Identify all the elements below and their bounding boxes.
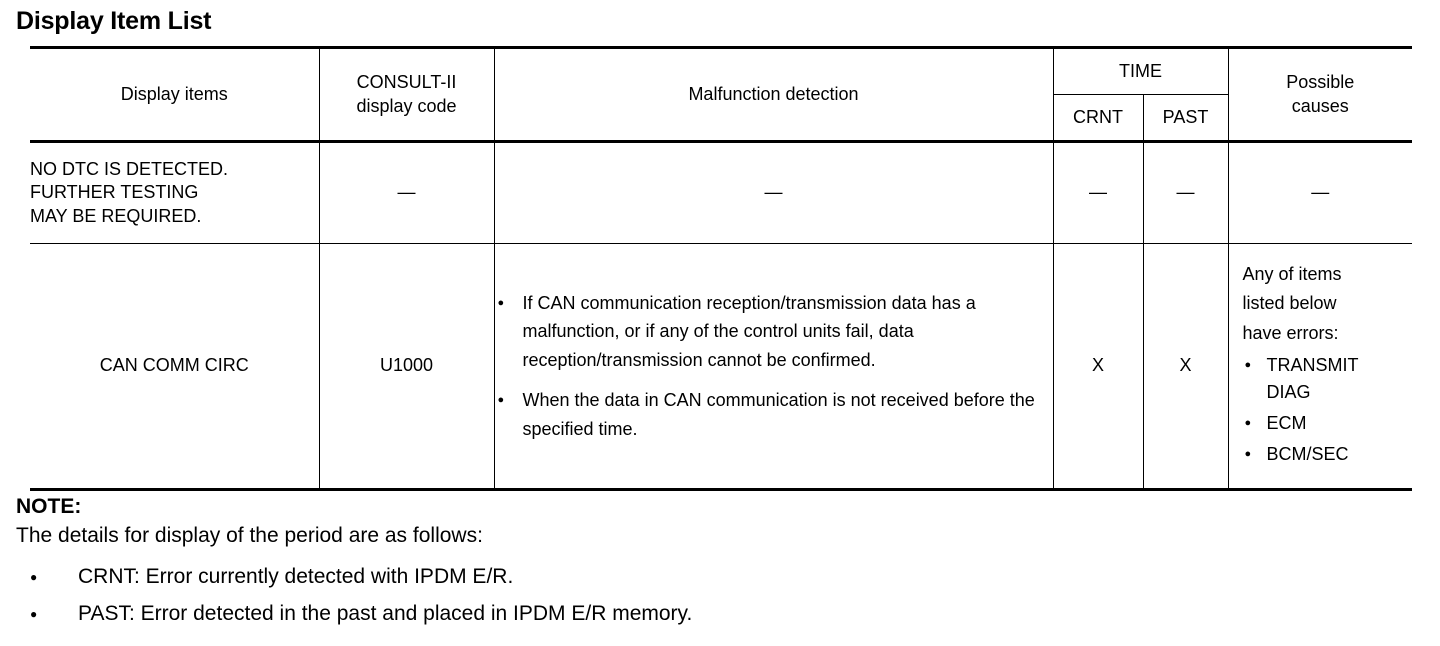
cell-consult-code: — (318, 141, 495, 244)
display-item-line1: NO DTC IS DETECTED. (30, 159, 229, 180)
column-header-consult-code: CONSULT-II display code (318, 46, 495, 143)
list-item: ECM (1243, 410, 1407, 437)
list-item: TRANSMIT DIAG (1243, 352, 1407, 406)
consult-code-line1: CONSULT-II (356, 72, 457, 93)
possible-causes-line1: Possible (1286, 72, 1355, 93)
cause-label: TRANSMIT (1266, 354, 1359, 375)
cell-malfunction-detection: If CAN communication reception/transmiss… (494, 243, 1054, 491)
cell-consult-code: U1000 (318, 243, 495, 491)
column-header-malfunction-detection: Malfunction detection (494, 46, 1054, 143)
table-header-row-2: CRNT PAST (30, 94, 1412, 143)
note-intro: The details for display of the period ar… (16, 524, 483, 548)
causes-intro-line2: listed below (1242, 293, 1337, 314)
cell-crnt: X (1053, 243, 1144, 491)
display-item-line3: MAY BE REQUIRED. (30, 205, 202, 226)
cell-crnt: — (1053, 141, 1144, 244)
column-header-display-items: Display items (30, 46, 319, 143)
consult-code-line2: display code (356, 95, 457, 116)
causes-intro-line3: have errors: (1242, 322, 1339, 343)
list-item: When the data in CAN communication is no… (495, 386, 1053, 443)
cell-malfunction-detection: — (494, 141, 1054, 244)
causes-intro-line1: Any of items (1242, 264, 1342, 285)
table-body: NO DTC IS DETECTED. FURTHER TESTING MAY … (30, 141, 1413, 491)
cell-past: — (1143, 141, 1229, 244)
column-header-crnt: CRNT (1053, 94, 1144, 143)
list-item: CRNT: Error currently detected with IPDM… (16, 558, 1416, 597)
column-header-past: PAST (1143, 94, 1229, 143)
cell-past: X (1143, 243, 1229, 491)
note-bullet-list: CRNT: Error currently detected with IPDM… (16, 558, 1416, 634)
cell-display-item: NO DTC IS DETECTED. FURTHER TESTING MAY … (30, 141, 319, 244)
cause-label-line2: DIAG (1266, 381, 1311, 402)
list-item: BCM/SEC (1243, 441, 1407, 468)
possible-causes-line2: causes (1291, 95, 1349, 116)
cause-label: BCM/SEC (1266, 443, 1349, 464)
column-header-time: TIME (1053, 46, 1229, 95)
table-row: CAN COMM CIRC U1000 If CAN communication… (30, 243, 1413, 491)
table-row: NO DTC IS DETECTED. FURTHER TESTING MAY … (30, 141, 1412, 244)
cell-possible-causes: Any of items listed below have errors: T… (1228, 243, 1413, 491)
page-title: Display Item List (16, 7, 212, 35)
table-header: Display items CONSULT-II display code Ma… (30, 46, 1412, 143)
display-item-table: Display items CONSULT-II display code Ma… (30, 46, 1412, 491)
list-item: If CAN communication reception/transmiss… (495, 289, 1053, 374)
display-item-line2: FURTHER TESTING (30, 182, 199, 203)
note-label: NOTE: (16, 495, 82, 518)
cause-bullet-list: TRANSMIT DIAG ECM BCM/SEC (1243, 352, 1407, 468)
display-item-table-wrapper: Display items CONSULT-II display code Ma… (30, 46, 1412, 491)
list-item: PAST: Error detected in the past and pla… (16, 595, 1416, 634)
possible-causes-content: Any of items listed below have errors: T… (1229, 250, 1413, 481)
cell-display-item: CAN COMM CIRC (30, 243, 319, 491)
malfunction-bullet-list: If CAN communication reception/transmiss… (495, 289, 1053, 443)
note-section: NOTE: The details for display of the per… (16, 494, 1416, 634)
table-header-row-1: Display items CONSULT-II display code Ma… (30, 46, 1412, 143)
column-header-possible-causes: Possible causes (1228, 46, 1412, 143)
cell-possible-causes: — (1228, 141, 1412, 244)
cause-label: ECM (1266, 412, 1307, 433)
